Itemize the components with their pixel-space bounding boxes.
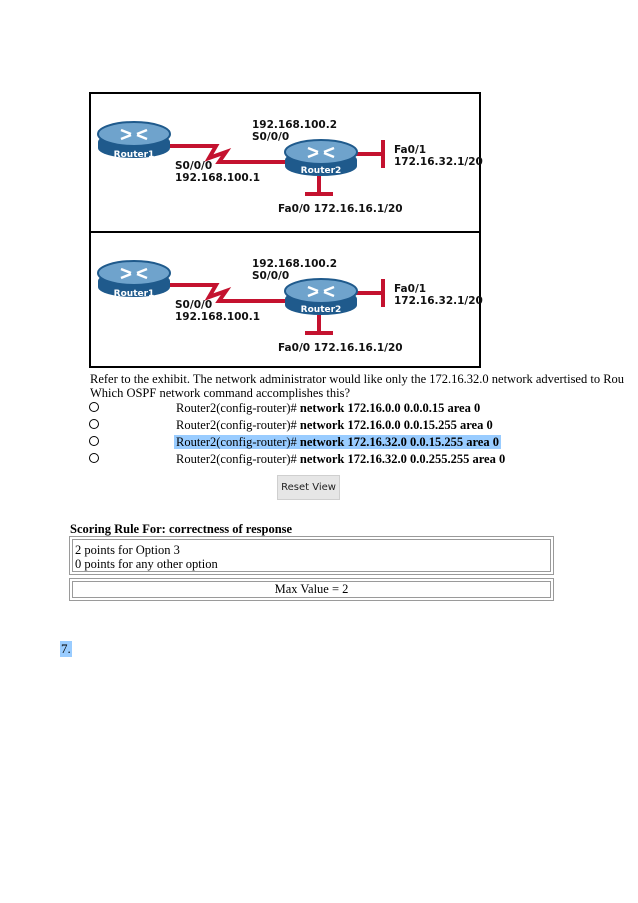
router2-s0-label: S0/0/0 [252, 270, 290, 282]
router1-label: Router1 [113, 289, 155, 299]
reset-view-button[interactable]: Reset View [277, 475, 340, 500]
topology-links [97, 260, 385, 335]
question-text: Refer to the exhibit. The network admini… [90, 372, 624, 400]
option-prefix: Router2(config-router)# [176, 452, 300, 466]
router2-s0-label: S0/0/0 [252, 131, 290, 143]
scoring-line-1: 2 points for Option 3 [75, 543, 180, 557]
option-prefix: Router2(config-router)# [176, 418, 300, 432]
topology-links [97, 121, 385, 196]
option-label: Router2(config-router)# network 172.16.0… [176, 418, 493, 432]
router2-label: Router2 [300, 305, 342, 315]
serial-link [169, 144, 291, 164]
option-prefix: Router2(config-router)# [176, 435, 300, 449]
question-line-2: Which OSPF network command accomplishes … [90, 386, 351, 400]
router1-label: Router1 [113, 150, 155, 160]
router2-fa01-label: Fa0/1 [394, 144, 427, 156]
router2-s0-ip: 192.168.100.2 [252, 258, 338, 270]
scoring-rule-title: Scoring Rule For: correctness of respons… [70, 522, 293, 536]
option-label: Router2(config-router)# network 172.16.0… [176, 401, 480, 415]
option-command: network 172.16.0.0 0.0.0.15 area 0 [299, 401, 481, 415]
radio-button[interactable] [89, 419, 99, 429]
option-command: network 172.16.32.0 0.0.15.255 area 0 [299, 435, 499, 449]
max-value-box: Max Value = 2 [69, 578, 554, 601]
exhibit-panel-2: Router1 Router2 192.168.100.2 S0/0/0 S0/… [91, 233, 483, 370]
radio-button[interactable] [89, 436, 99, 446]
router2-s0-ip: 192.168.100.2 [252, 119, 338, 131]
serial-link [169, 283, 291, 303]
router2-icon [284, 278, 358, 315]
scoring-line-2: 0 points for any other option [75, 557, 218, 571]
question-number: 7. [60, 641, 72, 657]
question-line-1: Refer to the exhibit. The network admini… [90, 372, 625, 386]
scoring-rule-box: 2 points for Option 3 0 points for any o… [69, 536, 554, 575]
exhibit-panel-1: Router1 Router2 192.168.100.2 S0/0/0 S0/… [91, 94, 483, 231]
option-command: network 172.16.0.0 0.0.15.255 area 0 [299, 418, 493, 432]
router1-icon [97, 121, 171, 158]
option-label-selected: Router2(config-router)# network 172.16.3… [174, 435, 501, 449]
router2-fa01-ip: 172.16.32.1/20 [394, 295, 483, 307]
scoring-rule-content: 2 points for Option 3 0 points for any o… [72, 539, 551, 572]
router2-icon [284, 139, 358, 176]
option-command: network 172.16.32.0 0.0.255.255 area 0 [299, 452, 506, 466]
radio-button[interactable] [89, 402, 99, 412]
router1-s0-ip: 192.168.100.1 [175, 311, 261, 323]
network-exhibit: Router1 Router2 192.168.100.2 S0/0/0 S0/… [89, 92, 483, 370]
router1-icon [97, 260, 171, 297]
router2-fa00-label: Fa0/0 172.16.16.1/20 [278, 342, 403, 354]
option-label: Router2(config-router)# network 172.16.3… [176, 452, 505, 466]
router2-fa00-label: Fa0/0 172.16.16.1/20 [278, 203, 403, 215]
max-value-text: Max Value = 2 [72, 581, 551, 598]
router2-fa01-ip: 172.16.32.1/20 [394, 156, 483, 168]
radio-button[interactable] [89, 453, 99, 463]
router1-s0-ip: 192.168.100.1 [175, 172, 261, 184]
option-prefix: Router2(config-router)# [176, 401, 300, 415]
router1-s0-label: S0/0/0 [175, 160, 213, 172]
router1-s0-label: S0/0/0 [175, 299, 213, 311]
exhibit-divider [91, 231, 479, 233]
router2-label: Router2 [300, 166, 342, 176]
router2-fa01-label: Fa0/1 [394, 283, 427, 295]
